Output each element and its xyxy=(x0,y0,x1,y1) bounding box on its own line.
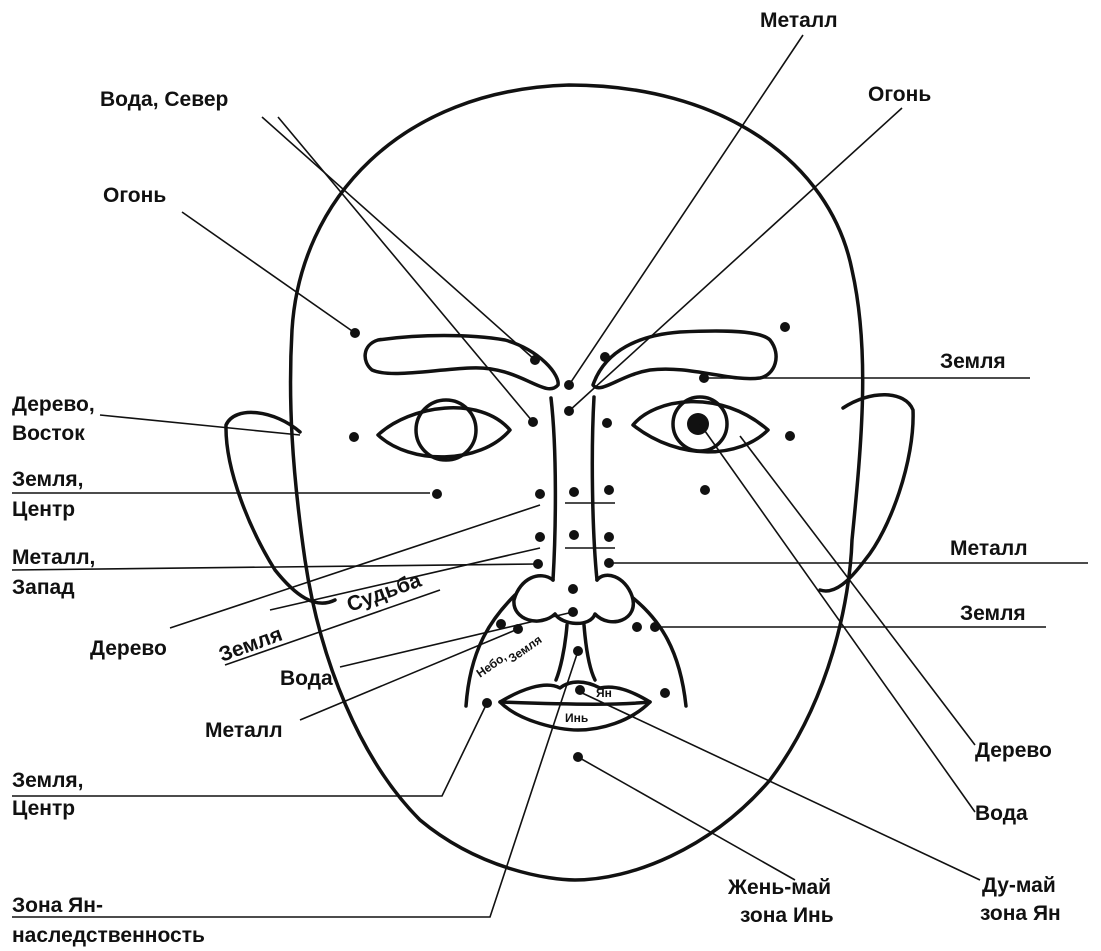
point xyxy=(482,698,492,708)
point xyxy=(349,432,359,442)
point xyxy=(604,532,614,542)
nose-bridge xyxy=(551,398,555,580)
label-earth-slant: Земля xyxy=(216,623,286,667)
acupoints xyxy=(349,322,795,762)
point xyxy=(785,431,795,441)
point xyxy=(533,559,543,569)
label-dumai-2: зона Ян xyxy=(980,902,1061,925)
label-water-right: Вода xyxy=(975,802,1028,825)
point xyxy=(632,622,642,632)
point xyxy=(573,752,583,762)
point xyxy=(780,322,790,332)
point xyxy=(564,380,574,390)
point xyxy=(432,489,442,499)
label-dumai-1: Ду-май xyxy=(982,874,1056,897)
leader-zone-yang xyxy=(12,651,578,917)
point xyxy=(569,530,579,540)
label-sky-earth-1: Небо, xyxy=(474,650,509,681)
right-eyebrow xyxy=(593,331,776,388)
label-fire-left: Огонь xyxy=(103,184,166,207)
label-metal-top: Металл xyxy=(760,9,838,32)
label-earth-brow: Земля xyxy=(940,350,1006,373)
point xyxy=(573,646,583,656)
label-metal-left-lower: Металл xyxy=(205,719,283,742)
label-metal-west-2: Запад xyxy=(12,576,75,599)
label-wood-east-2: Восток xyxy=(12,422,85,445)
point xyxy=(700,485,710,495)
left-nasolabial-fold xyxy=(466,595,515,706)
label-earth-center-2: Центр xyxy=(12,498,75,521)
point xyxy=(602,418,612,428)
label-yin-lip: Инь xyxy=(565,711,588,725)
point xyxy=(530,355,540,365)
point xyxy=(496,619,506,629)
label-fire-top-right: Огонь xyxy=(868,83,931,106)
label-zone-yang-2: наследственность xyxy=(12,924,205,947)
leader-wood-east xyxy=(100,415,300,435)
point xyxy=(350,328,360,338)
leader-lines xyxy=(12,35,1088,917)
label-wood-left: Дерево xyxy=(90,637,167,660)
label-metal-right: Металл xyxy=(950,537,1028,560)
leader-fire-right xyxy=(569,108,902,411)
left-eyebrow xyxy=(365,336,558,389)
label-yang-lip: Ян xyxy=(596,686,612,700)
point xyxy=(568,584,578,594)
point xyxy=(575,685,585,695)
leader-water-right xyxy=(700,424,975,812)
left-eye xyxy=(378,408,510,457)
label-earth-center2-1: Земля, xyxy=(12,769,84,792)
point xyxy=(699,373,709,383)
upper-lip xyxy=(500,682,650,704)
label-water-left: Вода xyxy=(280,667,333,690)
label-earth-center2-2: Центр xyxy=(12,797,75,820)
point xyxy=(564,406,574,416)
label-earth-center-1: Земля, xyxy=(12,468,84,491)
point xyxy=(660,688,670,698)
leader-water-north-2 xyxy=(278,117,533,422)
leader-renmai xyxy=(578,757,795,880)
label-wood-right: Дерево xyxy=(975,739,1052,762)
label-metal-west-1: Металл, xyxy=(12,546,95,569)
label-renmai-1: Жень-май xyxy=(727,876,831,899)
point xyxy=(535,489,545,499)
label-earth-right: Земля xyxy=(960,602,1026,625)
point xyxy=(604,558,614,568)
point xyxy=(513,624,523,634)
point xyxy=(528,417,538,427)
point xyxy=(604,485,614,495)
label-wood-east-1: Дерево, xyxy=(12,393,95,416)
left-ear xyxy=(226,412,335,603)
point xyxy=(650,622,660,632)
leader-water-north-1 xyxy=(262,117,535,360)
point xyxy=(600,352,610,362)
label-sky-earth-2: Земля xyxy=(506,632,545,665)
right-ear xyxy=(820,395,913,591)
point xyxy=(535,532,545,542)
point xyxy=(569,487,579,497)
label-water-north: Вода, Север xyxy=(100,88,228,111)
leader-fire-left xyxy=(182,212,355,333)
face-drawing xyxy=(226,85,913,880)
nose-bridge-right xyxy=(592,397,597,580)
leader-dumai xyxy=(580,692,980,880)
point xyxy=(568,607,578,617)
label-renmai-2: зона Инь xyxy=(740,904,834,927)
right-nasolabial-fold xyxy=(633,598,686,706)
label-zone-yang-1: Зона Ян- xyxy=(12,894,103,917)
